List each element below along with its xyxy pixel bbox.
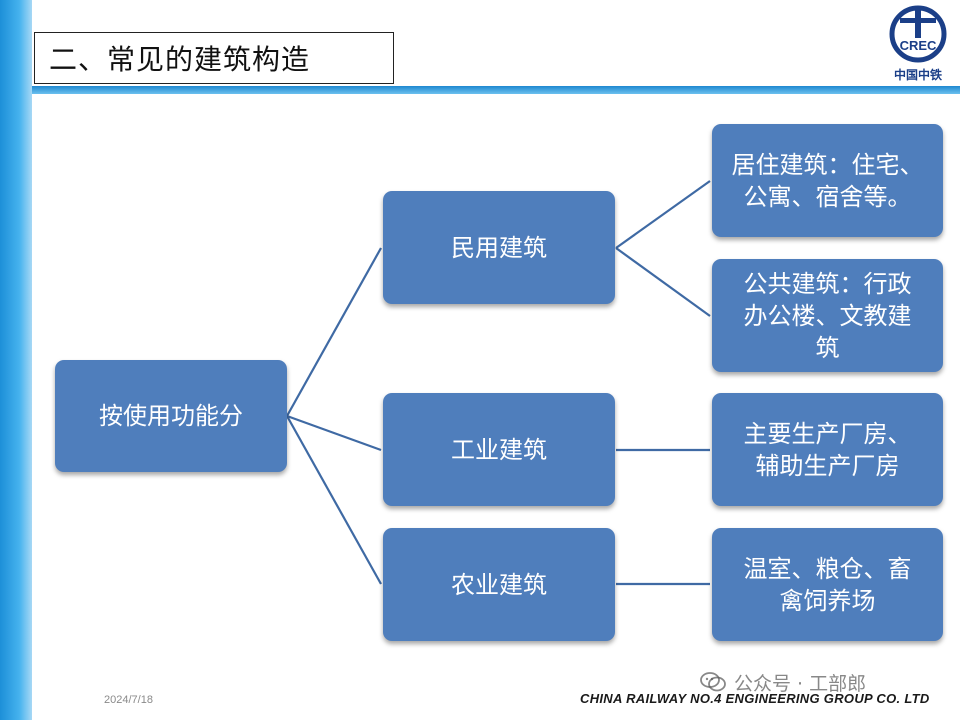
detail-line: 公共建筑：行政 — [743, 269, 912, 298]
logo-caption: 中国中铁 — [893, 68, 942, 82]
connector-root-industrial — [286, 414, 382, 452]
root-node-label: 按使用功能分 — [99, 402, 243, 430]
detail-line: 温室、粮仓、畜 — [743, 554, 912, 583]
crec-logo-icon: CREC — [889, 5, 947, 63]
category-node-agricultural: 农业建筑 — [383, 528, 615, 641]
connector-civil-residential — [615, 180, 711, 249]
connector-root-civil — [286, 247, 382, 417]
detail-node-residential: 居住建筑：住宅、 公寓、宿舍等。 — [712, 124, 943, 237]
crec-logo: CREC 中国中铁 — [882, 4, 954, 86]
detail-line: 禽饲养场 — [779, 586, 876, 615]
root-node: 按使用功能分 — [55, 360, 287, 472]
footer-date: 2024/7/18 — [104, 694, 153, 706]
watermark-text: 公众号 · 工部郎 — [734, 672, 867, 695]
watermark: 公众号 · 工部郎 — [700, 667, 866, 697]
category-node-civil: 民用建筑 — [383, 191, 615, 304]
wechat-icon — [700, 671, 726, 693]
detail-line: 主要生产厂房、 — [743, 419, 912, 448]
detail-node-industrial: 主要生产厂房、 辅助生产厂房 — [712, 393, 943, 506]
slide-title-box: 二、常见的建筑构造 — [34, 32, 394, 84]
detail-node-public: 公共建筑：行政 办公楼、文教建 筑 — [712, 259, 943, 372]
logo-letters: CREC — [900, 38, 937, 53]
category-label-agricultural: 农业建筑 — [451, 570, 547, 599]
detail-line: 公寓、宿舍等。 — [743, 182, 912, 211]
detail-node-agricultural: 温室、粮仓、畜 禽饲养场 — [712, 528, 943, 641]
left-accent-bar — [0, 0, 32, 720]
category-label-industrial: 工业建筑 — [451, 435, 547, 464]
detail-line: 筑 — [815, 333, 840, 362]
detail-line: 办公楼、文教建 — [743, 301, 912, 330]
category-label-civil: 民用建筑 — [451, 233, 547, 262]
detail-line: 居住建筑：住宅、 — [731, 150, 924, 179]
footer-company: CHINA RAILWAY NO.4 ENGINEERING GROUP CO.… — [580, 691, 930, 706]
slide-title: 二、常见的建筑构造 — [49, 43, 311, 76]
header-band — [32, 86, 960, 94]
detail-line: 辅助生产厂房 — [755, 451, 900, 480]
connector-civil-public — [615, 247, 711, 317]
connector-root-agricultural — [286, 415, 382, 585]
category-node-industrial: 工业建筑 — [383, 393, 615, 506]
